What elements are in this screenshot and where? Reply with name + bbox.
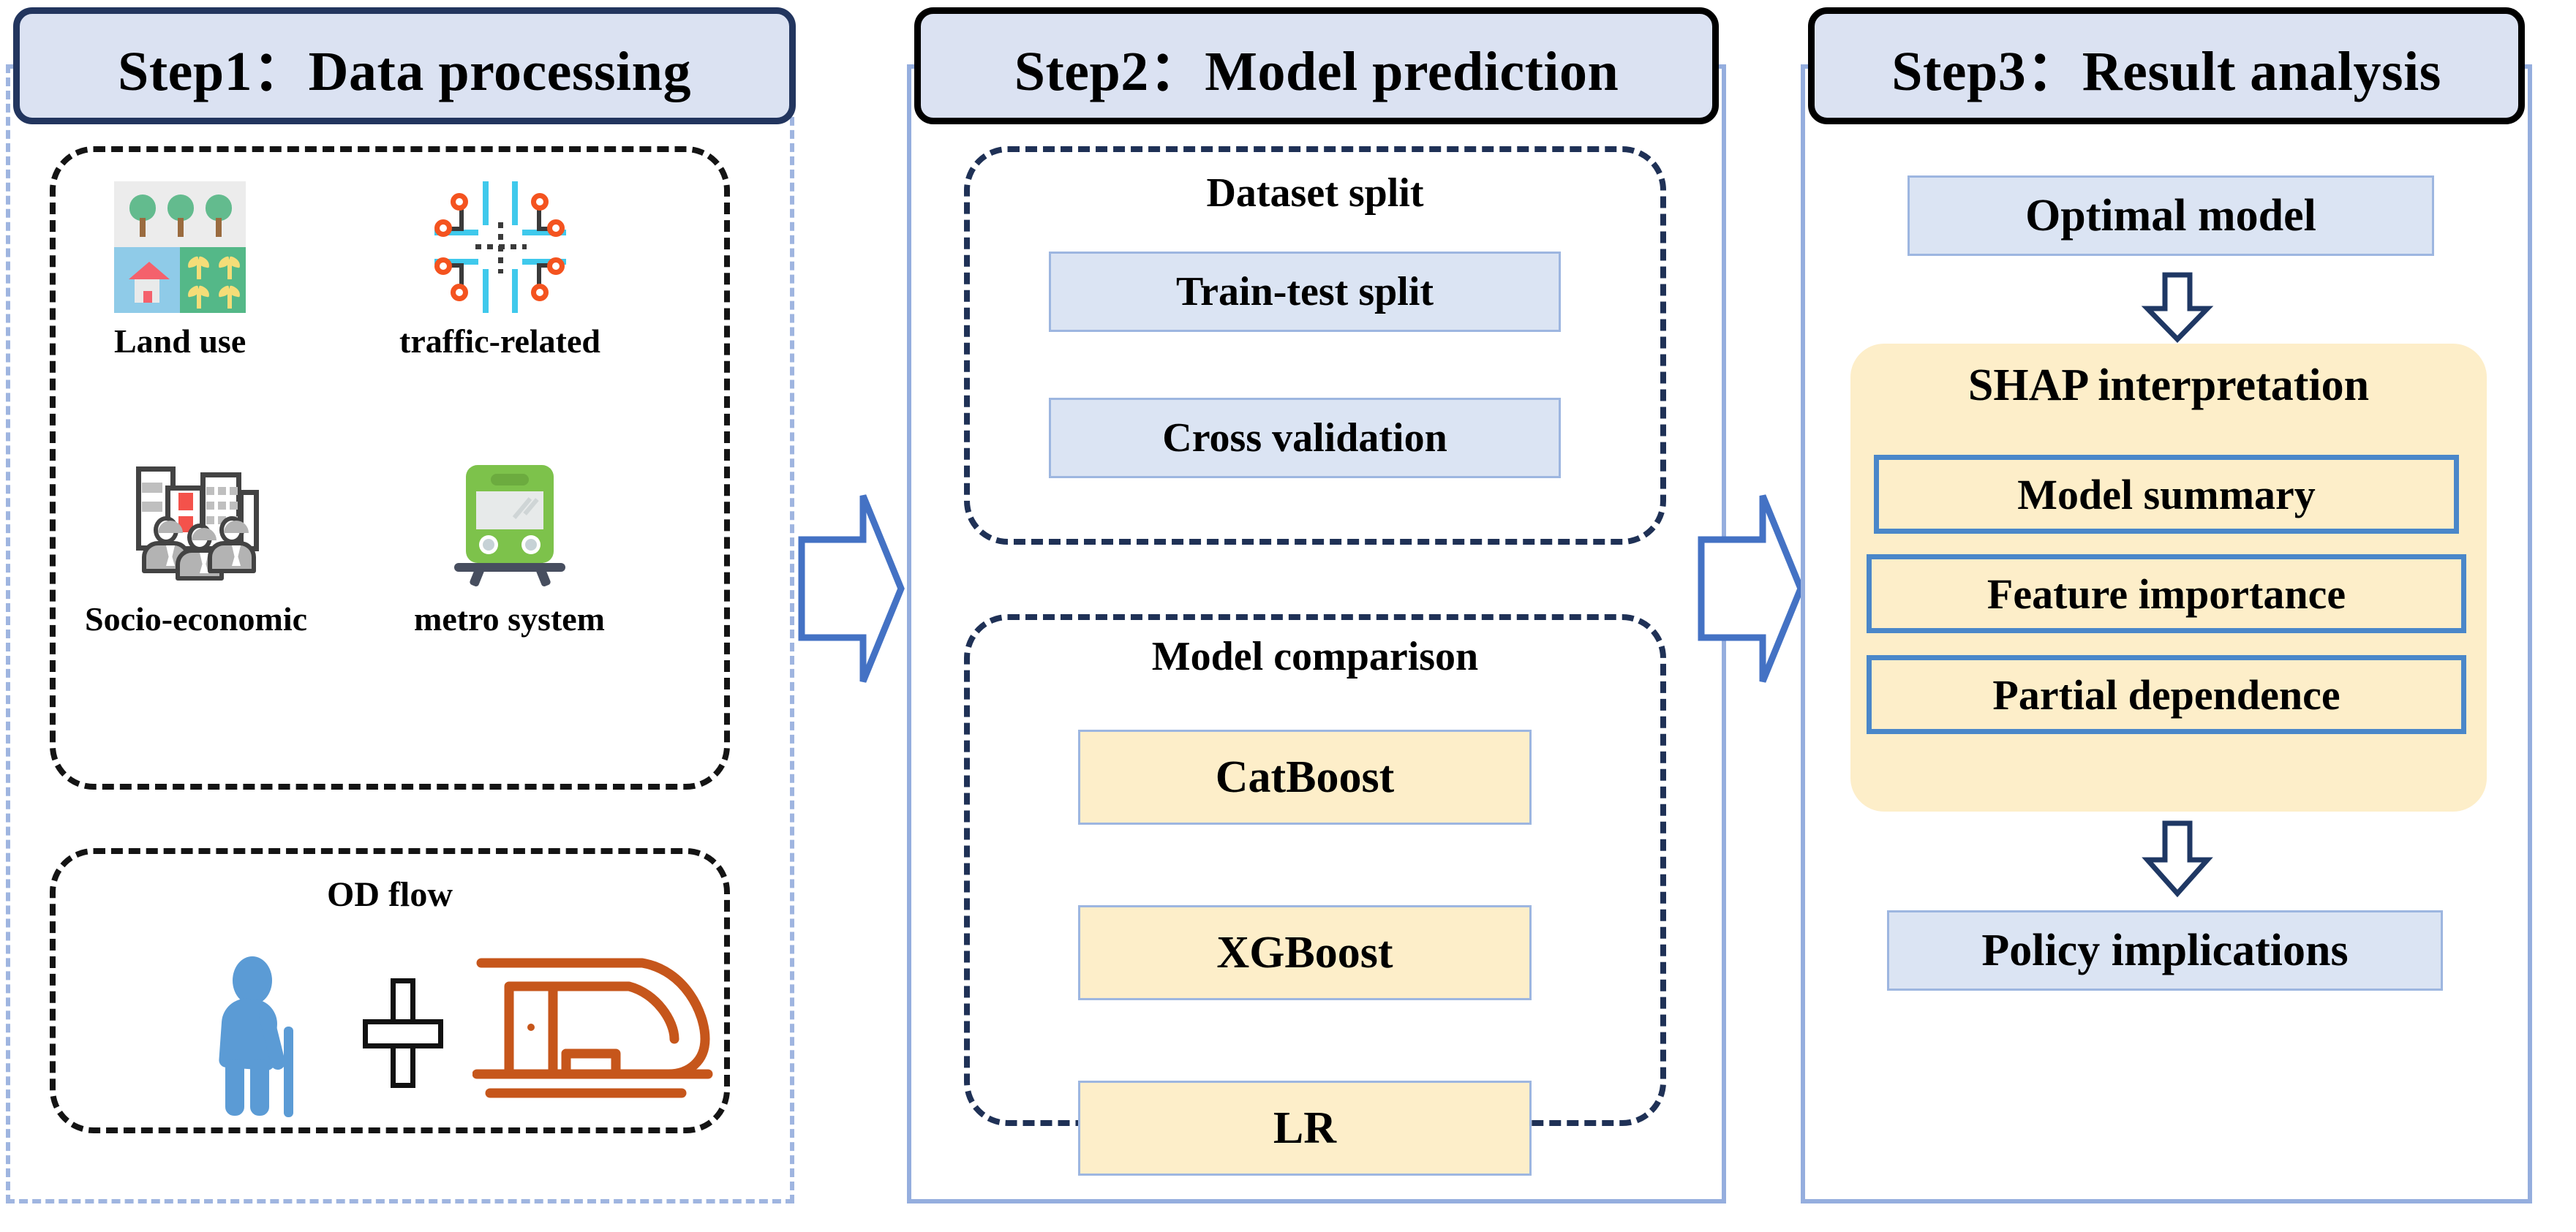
feature-metro-system: metro system	[414, 459, 605, 638]
catboost-box[interactable]: CatBoost	[1078, 730, 1532, 825]
feature-label: Land use	[114, 322, 246, 360]
land-use-icon	[114, 181, 246, 313]
plus-icon	[363, 978, 443, 1088]
elderly-person-icon	[195, 956, 334, 1117]
od-flow-title: OD flow	[327, 875, 453, 914]
feature-label: Socio-economic	[85, 600, 308, 638]
train-test-split-box[interactable]: Train-test split	[1049, 252, 1561, 332]
arrow-step2-to-step3	[1698, 494, 1804, 683]
features-group: Land use	[50, 146, 730, 790]
step2-header-label: Step2：Model prediction	[1014, 41, 1619, 102]
traffic-network-icon	[434, 181, 566, 313]
arrow-down-to-policy	[2142, 820, 2213, 898]
optimal-model-box[interactable]: Optimal model	[1907, 175, 2434, 256]
dataset-split-title: Dataset split	[1206, 170, 1424, 216]
city-people-icon	[130, 459, 262, 591]
model-comparison-group: Model comparison CatBoost XGBoost LR	[964, 614, 1666, 1176]
step1-header-label: Step1：Data processing	[118, 41, 691, 102]
policy-implications-box[interactable]: Policy implications	[1887, 910, 2443, 991]
step2-header: Step2：Model prediction	[914, 7, 1719, 124]
high-speed-train-icon	[472, 945, 714, 1114]
shap-interpretation-title: SHAP interpretation	[1967, 360, 2370, 410]
od-flow-group: OD flow	[50, 848, 730, 1133]
model-summary-box[interactable]: Model summary	[1874, 455, 2459, 534]
arrow-step1-to-step2	[798, 494, 905, 683]
model-comparison-title: Model comparison	[1151, 634, 1479, 679]
step3-header: Step3：Result analysis	[1808, 7, 2525, 124]
feature-socio-economic: Socio-economic	[85, 459, 307, 638]
feature-traffic-related: traffic-related	[399, 181, 600, 360]
step3-header-label: Step3：Result analysis	[1891, 41, 2441, 102]
lr-box[interactable]: LR	[1078, 1081, 1532, 1176]
feature-label: traffic-related	[399, 322, 600, 360]
step1-header: Step1：Data processing	[13, 7, 796, 124]
metro-train-icon	[444, 459, 576, 591]
feature-land-use: Land use	[114, 181, 246, 360]
feature-importance-box[interactable]: Feature importance	[1867, 554, 2466, 633]
xgboost-box[interactable]: XGBoost	[1078, 905, 1532, 1000]
dataset-split-group: Dataset split Train-test split Cross val…	[964, 146, 1666, 545]
arrow-down-to-shap	[2141, 272, 2214, 344]
feature-label: metro system	[414, 600, 605, 638]
cross-validation-box[interactable]: Cross validation	[1049, 398, 1561, 478]
partial-dependence-box[interactable]: Partial dependence	[1867, 655, 2466, 734]
